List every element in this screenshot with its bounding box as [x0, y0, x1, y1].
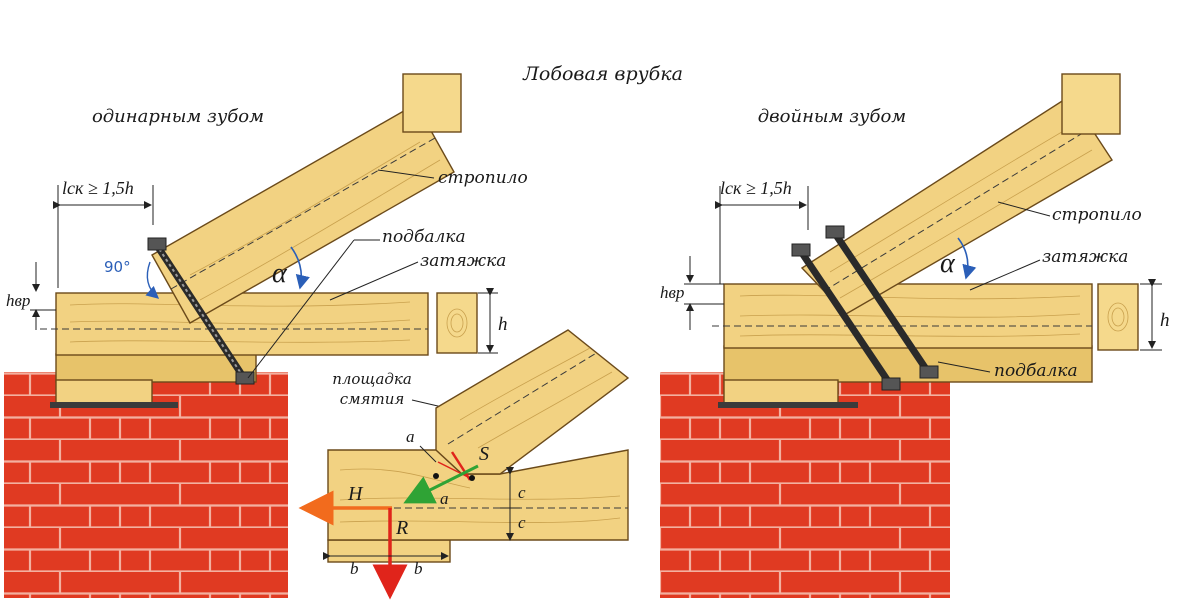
right-sub-beam-block: [723, 379, 839, 405]
right-steel-plate: [718, 402, 858, 408]
detail-crush-area-line2: смятия: [340, 390, 405, 408]
detail-rafter: [435, 329, 630, 475]
left-single-tooth-joint: одинарным зубом lск ≥ 1,5h 90°: [4, 73, 528, 598]
diagram-title: Лобовая врубка: [522, 63, 683, 85]
left-label-rafter: стропило: [438, 168, 528, 188]
left-heading: одинарным зубом: [92, 106, 264, 127]
left-tie-section: [436, 292, 478, 354]
left-hvr-label: hвр: [6, 291, 30, 310]
left-rafter: [151, 103, 455, 324]
detail-c1: c: [518, 483, 526, 502]
left-bolt-nut-bottom: [235, 371, 255, 385]
detail-b1: b: [350, 559, 359, 578]
left-bolt-nut-top: [147, 237, 167, 251]
right-heading: двойным зубом: [758, 106, 906, 127]
right-h-label: h: [1160, 310, 1170, 331]
right-tie-section: [1097, 283, 1139, 351]
right-label-tie: затяжка: [1042, 247, 1128, 267]
left-label-tie: затяжка: [420, 251, 506, 271]
detail-a-mid: a: [440, 489, 449, 508]
right-double-tooth-joint: двойным зубом lск ≥ 1,5h α: [660, 73, 1170, 598]
right-label-sub-beam: подбалка: [994, 361, 1078, 381]
detail-force-diagram: площадка смятия a a S H R: [298, 329, 630, 600]
left-sub-beam-block: [55, 379, 153, 405]
left-brick-wall: [4, 372, 288, 598]
detail-H: H: [347, 483, 364, 505]
left-angle-90: 90°: [104, 258, 131, 276]
right-label-rafter: стропило: [1052, 205, 1142, 225]
detail-crush-area-line1: площадка: [332, 370, 412, 388]
right-brick-wall: [660, 372, 950, 598]
right-bolt-1: [797, 248, 893, 386]
left-label-sub-beam: подбалка: [382, 227, 466, 247]
detail-c2: c: [518, 513, 526, 532]
detail-S: S: [479, 443, 489, 465]
right-hvr-label: hвр: [660, 283, 684, 302]
right-alpha: α: [940, 248, 956, 279]
right-rafter-end: [1061, 73, 1121, 135]
left-h-label: h: [498, 314, 508, 335]
right-lsk-label: lск ≥ 1,5h: [720, 178, 792, 198]
left-lsk-label: lск ≥ 1,5h: [62, 178, 134, 198]
detail-a-top: a: [406, 427, 415, 446]
right-bolt-2: [831, 230, 931, 374]
left-sub-beam: [55, 353, 257, 383]
left-rafter-end: [402, 73, 462, 133]
left-alpha: α: [272, 258, 288, 289]
detail-b2: b: [414, 559, 423, 578]
left-steel-plate: [50, 402, 178, 408]
detail-R: R: [395, 517, 408, 539]
